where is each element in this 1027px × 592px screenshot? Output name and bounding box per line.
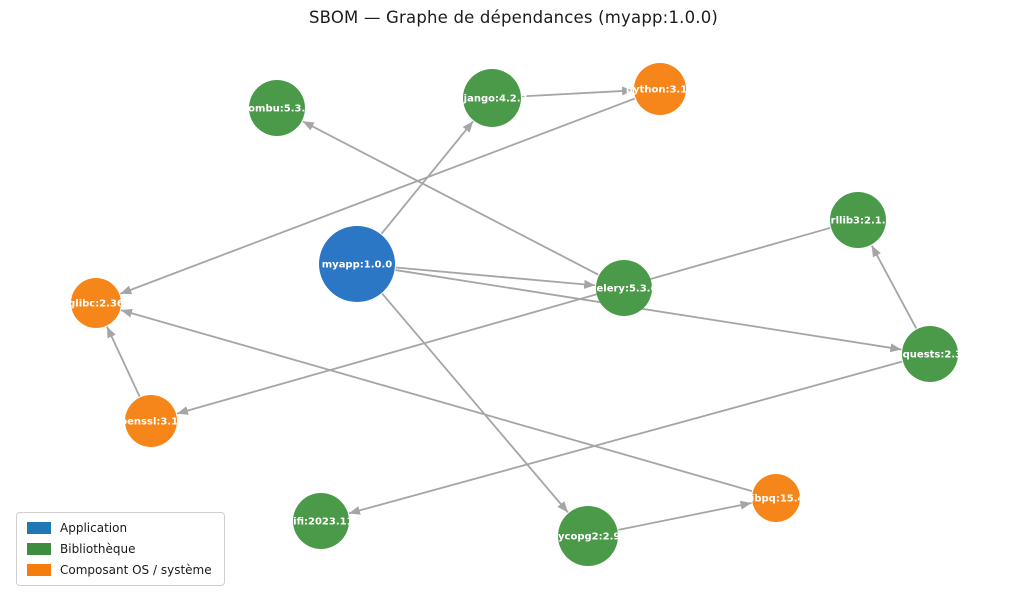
node-label-glibc: glibc:2.36	[68, 299, 124, 310]
node-label-myapp: myapp:1.0.0	[322, 260, 393, 271]
node-label-openssl: openssl:3.1.4	[113, 417, 189, 428]
node-label-certifi: certifi:2023.11.17	[271, 517, 372, 528]
edge-myapp-requests	[395, 269, 902, 353]
edge-requests-urllib3	[870, 245, 918, 329]
node-label-requests: requests:2.31	[891, 350, 969, 361]
node-requests	[902, 326, 958, 382]
node-psycopg2	[558, 506, 618, 566]
node-label-urllib3: urllib3:2.1.0	[824, 216, 893, 227]
node-certifi	[293, 493, 349, 549]
legend-swatch-bibliotheque-icon	[27, 543, 51, 555]
node-label-django: django:4.2.7	[457, 94, 528, 105]
node-label-psycopg2: psycopg2:2.9.9	[545, 532, 631, 543]
node-celery	[596, 260, 652, 316]
edge-django-python	[521, 86, 634, 98]
legend-item-composant-os: Composant OS / système	[27, 563, 212, 577]
legend-swatch-application-icon	[27, 522, 51, 534]
node-python	[634, 63, 686, 115]
edge-python-glibc	[119, 97, 636, 295]
edge-libpq-glibc	[120, 308, 753, 492]
node-label-libpq: libpq:15.4	[747, 494, 804, 505]
edge-myapp-psycopg2	[381, 293, 569, 513]
legend-item-application: Application	[27, 521, 212, 535]
legend: Application Bibliothèque Composant OS / …	[16, 512, 225, 586]
node-label-celery: celery:5.3.6	[591, 284, 658, 295]
node-glibc	[71, 278, 121, 328]
edge-openssl-glibc	[106, 326, 141, 397]
legend-label-bibliotheque: Bibliothèque	[60, 542, 136, 556]
edge-requests-certifi	[348, 360, 903, 515]
legend-label-application: Application	[60, 521, 128, 535]
node-kombu	[249, 80, 305, 136]
node-urllib3	[830, 192, 886, 248]
legend-item-bibliotheque: Bibliothèque	[27, 542, 212, 556]
legend-label-composant-os: Composant OS / système	[60, 563, 212, 577]
node-libpq	[752, 474, 800, 522]
node-openssl	[125, 395, 177, 447]
legend-swatch-composant-os-icon	[27, 564, 51, 576]
edge-psycopg2-libpq	[618, 500, 752, 531]
edge-celery-kombu	[302, 120, 599, 276]
figure-title: SBOM — Graphe de dépendances (myapp:1.0.…	[308, 8, 719, 27]
edge-urllib3-openssl	[176, 227, 831, 415]
node-label-kombu: kombu:5.3.4	[242, 104, 312, 115]
edge-myapp-celery	[395, 266, 596, 289]
node-myapp	[319, 226, 395, 302]
node-label-python: python:3.11	[626, 85, 694, 96]
node-django	[463, 69, 521, 127]
